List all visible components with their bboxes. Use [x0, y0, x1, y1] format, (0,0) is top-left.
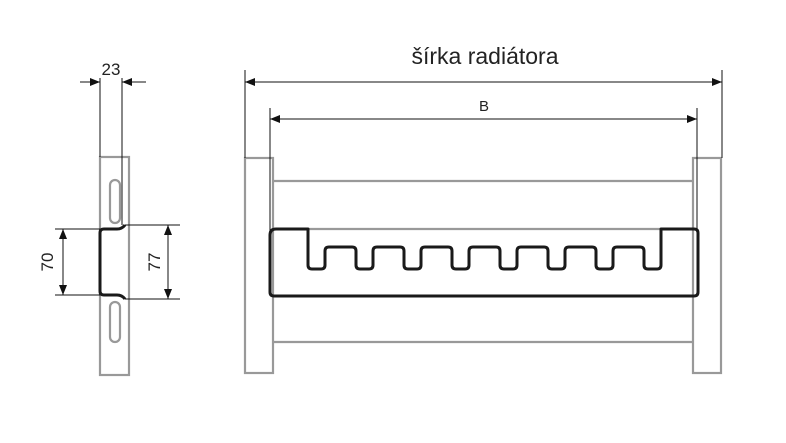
radiator-column-right — [691, 156, 723, 375]
side-view: 23 70 77 — [38, 60, 180, 377]
dimension-23: 23 — [80, 60, 146, 225]
front-view: šírka radiátora B — [243, 43, 723, 375]
dimension-77-label: 77 — [145, 253, 164, 272]
mounting-slot-top — [108, 178, 122, 225]
dimension-77: 77 — [125, 224, 180, 300]
dimension-b: B — [269, 98, 698, 232]
bracket-comb — [268, 227, 700, 298]
mounting-slot-bottom — [108, 300, 122, 344]
bracket-profile — [98, 224, 127, 300]
radiator-width-label: šírka radiátora — [411, 43, 558, 69]
dimension-70-label: 70 — [38, 253, 57, 272]
dimension-b-label: B — [479, 98, 489, 115]
radiator-column-left — [243, 156, 275, 375]
dimension-23-label: 23 — [102, 60, 121, 79]
dimension-70: 70 — [38, 228, 100, 296]
dimension-total-width: šírka radiátora — [244, 43, 723, 158]
